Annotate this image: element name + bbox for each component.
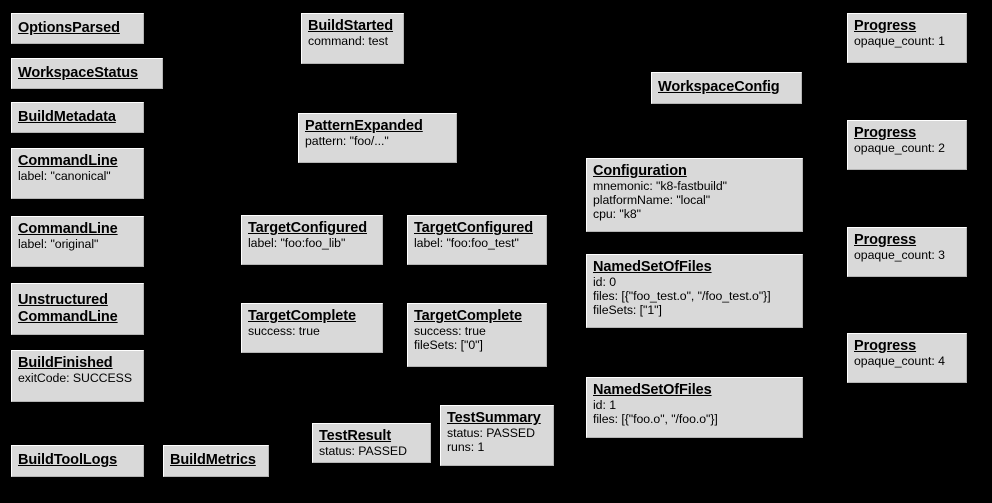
node-options-parsed[interactable]: OptionsParsed bbox=[11, 13, 144, 44]
node-fields: pattern: "foo/..." bbox=[305, 134, 450, 149]
node-workspace-config[interactable]: WorkspaceConfig bbox=[651, 72, 802, 104]
node-title: TargetComplete bbox=[248, 308, 356, 324]
node-field: fileSets: ["1"] bbox=[593, 302, 662, 317]
node-title: BuildMetadata bbox=[18, 108, 116, 125]
node-fields: label: "original" bbox=[18, 237, 137, 252]
node-field: fileSets: ["0"] bbox=[414, 338, 483, 352]
node-fields: exitCode: SUCCESS bbox=[18, 371, 137, 386]
node-title: TargetConfigured bbox=[248, 220, 367, 236]
node-field: files: [{"foo_test.o", "/foo_test.o"}] bbox=[593, 289, 771, 303]
node-field: status: PASSED bbox=[319, 444, 407, 459]
node-field: exitCode: SUCCESS bbox=[18, 371, 132, 386]
node-title: Progress bbox=[854, 18, 917, 34]
node-field: label: "original" bbox=[18, 237, 99, 252]
node-title: BuildStarted bbox=[308, 18, 394, 34]
node-title: BuildFinished bbox=[18, 355, 113, 371]
node-field: success: true bbox=[414, 324, 486, 339]
node-build-metrics[interactable]: BuildMetrics bbox=[163, 445, 269, 477]
node-field: label: "foo:foo_test" bbox=[414, 236, 519, 251]
node-field: status: PASSED bbox=[447, 426, 535, 441]
node-build-metadata[interactable]: BuildMetadata bbox=[11, 102, 144, 133]
node-title: NamedSetOfFiles bbox=[593, 259, 712, 275]
node-title: CommandLine bbox=[18, 221, 118, 237]
node-field: cpu: "k8" bbox=[593, 206, 641, 221]
node-field: id: 0 bbox=[593, 275, 616, 290]
node-fields: status: PASSED bbox=[319, 444, 424, 459]
node-build-tool-logs[interactable]: BuildToolLogs bbox=[11, 445, 144, 477]
node-title: BuildMetrics bbox=[170, 452, 256, 469]
node-fields: success: true bbox=[248, 324, 376, 339]
node-title: Progress bbox=[854, 125, 917, 141]
node-title: BuildToolLogs bbox=[18, 452, 118, 469]
node-fields: command: test bbox=[308, 34, 397, 49]
node-title: TestResult bbox=[319, 428, 392, 444]
node-field: platformName: "local" bbox=[593, 193, 711, 207]
node-field: opaque_count: 2 bbox=[854, 141, 945, 156]
node-field: opaque_count: 3 bbox=[854, 248, 945, 263]
node-field: label: "foo:foo_lib" bbox=[248, 236, 346, 251]
node-field: opaque_count: 1 bbox=[854, 34, 945, 49]
node-title: PatternExpanded bbox=[305, 118, 423, 134]
node-field: id: 1 bbox=[593, 398, 616, 413]
node-workspace-status[interactable]: WorkspaceStatus bbox=[11, 58, 163, 89]
node-field: label: "canonical" bbox=[18, 169, 111, 184]
node-field: opaque_count: 4 bbox=[854, 354, 945, 369]
node-title: Unstructured CommandLine bbox=[18, 292, 118, 325]
node-field: files: [{"foo.o", "/foo.o"}] bbox=[593, 412, 718, 426]
node-title: TargetConfigured bbox=[414, 220, 533, 236]
node-title: CommandLine bbox=[18, 153, 118, 169]
node-title: Progress bbox=[854, 338, 917, 354]
node-title: WorkspaceConfig bbox=[658, 79, 780, 96]
node-field: runs: 1 bbox=[447, 440, 485, 454]
node-fields: opaque_count: 3 bbox=[854, 248, 960, 263]
node-fields: label: "canonical" bbox=[18, 169, 137, 184]
node-title: OptionsParsed bbox=[18, 19, 120, 36]
node-title: WorkspaceStatus bbox=[18, 64, 138, 81]
node-fields: opaque_count: 1 bbox=[854, 34, 960, 49]
node-title: TestSummary bbox=[447, 410, 541, 426]
node-field: command: test bbox=[308, 34, 388, 49]
node-title: Progress bbox=[854, 232, 917, 248]
node-fields: opaque_count: 4 bbox=[854, 354, 960, 369]
node-fields: opaque_count: 2 bbox=[854, 141, 960, 156]
node-fields: label: "foo:foo_lib" bbox=[248, 236, 376, 251]
node-field: pattern: "foo/..." bbox=[305, 134, 389, 149]
node-field: success: true bbox=[248, 324, 320, 339]
node-title: NamedSetOfFiles bbox=[593, 382, 712, 398]
node-title: TargetComplete bbox=[414, 308, 522, 324]
node-fields: label: "foo:foo_test" bbox=[414, 236, 540, 251]
node-fields: mnemonic: "k8-fastbuild"platformName: "l… bbox=[593, 179, 796, 221]
node-field: mnemonic: "k8-fastbuild" bbox=[593, 179, 727, 194]
node-title: Configuration bbox=[593, 163, 687, 179]
node-unstructured-command-line[interactable]: Unstructured CommandLine bbox=[11, 283, 144, 335]
